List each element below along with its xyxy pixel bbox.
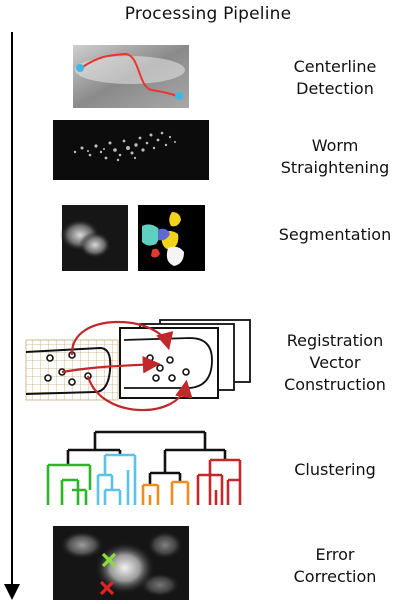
error-correction-image [53,526,189,600]
step-label-line: Straightening [280,158,390,177]
cell-markers-source [44,351,92,386]
pipeline-arrow [4,32,20,600]
step-label-registration: Registration Vector Construction [254,330,416,396]
centerline-path [80,52,179,97]
step-label-line: Clustering [294,460,376,479]
step-label-clustering: Clustering [254,459,416,481]
step-label-straightening: Worm Straightening [254,135,416,179]
step-label-line: Worm [311,136,359,155]
step-label-centerline: Centerline Detection [254,56,416,100]
straightened-worm-image [53,120,209,180]
step-label-line: Detection [296,79,374,98]
centerline-image [73,45,189,108]
step-label-error-correction: Error Correction [254,544,416,588]
step-label-line: Correction [293,567,377,586]
step-label-line: Registration [286,331,384,350]
segmentation-mask-image [138,205,205,271]
centerline-endpoint [76,64,84,72]
correct-mark-icon [101,552,117,568]
page-title: Processing Pipeline [124,4,292,24]
step-label-segmentation: Segmentation [254,224,416,246]
step-label-line: Error [315,545,355,564]
step-label-line: Vector [309,353,361,372]
step-label-line: Construction [284,375,386,394]
error-mark-icon [99,580,115,596]
segmentation-raw-image [60,205,128,271]
centerline-endpoint [175,92,183,100]
registration-diagram [25,319,251,412]
step-label-line: Segmentation [278,225,392,244]
step-label-line: Centerline [293,57,377,76]
clustering-dendrogram [46,430,242,505]
